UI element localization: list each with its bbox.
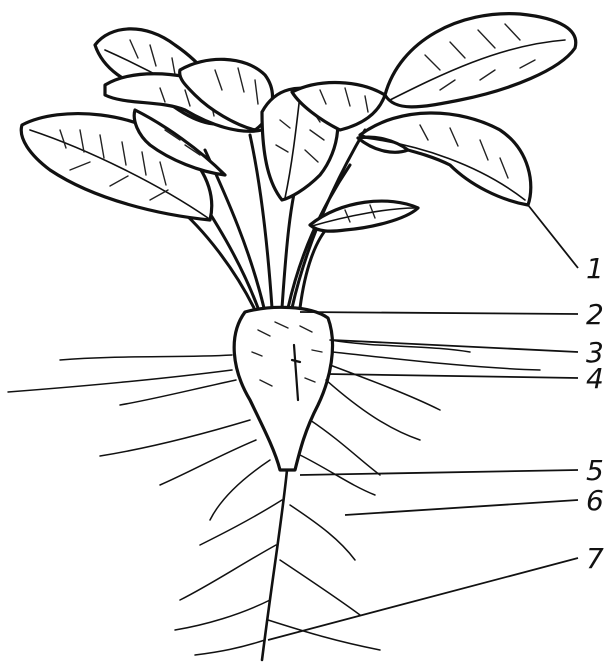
leaf-top-right (385, 14, 576, 107)
leaves (21, 14, 576, 232)
root-head (234, 307, 332, 470)
root-body (234, 307, 332, 470)
label-7: 7 (586, 542, 604, 575)
label-1: 1 (586, 252, 604, 285)
label-6: 6 (586, 484, 604, 517)
label-2: 2 (586, 298, 604, 331)
leaf-left (21, 114, 212, 220)
taproot (262, 470, 287, 660)
label-4: 4 (586, 362, 604, 395)
label-5: 5 (586, 454, 604, 487)
leaf-right (360, 113, 531, 205)
